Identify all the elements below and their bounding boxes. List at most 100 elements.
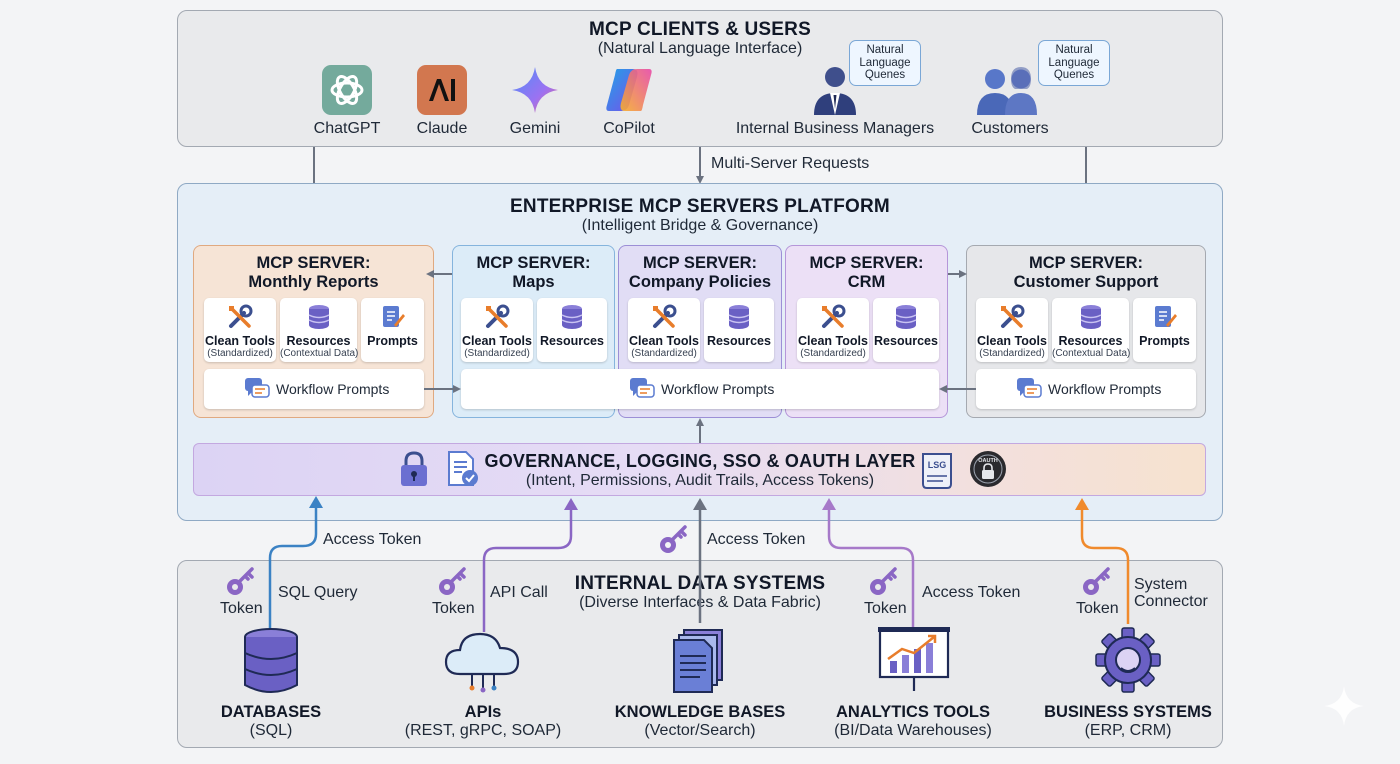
card-subtitle: (Standardized) (631, 348, 697, 359)
system-name-analytics: ANALYTICS TOOLS (835, 703, 991, 721)
resources-card[interactable]: Resources (537, 298, 607, 362)
card-title: Clean Tools (977, 334, 1047, 348)
system-name-databases: DATABASES (220, 703, 322, 721)
resources-card[interactable]: Resources (704, 298, 774, 362)
resources-card[interactable]: Resources (Contextual Data) (1052, 298, 1130, 362)
speech-bubble-customers: Natural Language Quenes (1038, 40, 1110, 86)
server-title-line2: Maps (512, 273, 555, 291)
bubble-line: Language (859, 56, 911, 69)
prompts-card[interactable]: Prompts (1133, 298, 1196, 362)
database-icon (728, 305, 750, 329)
bubble-line: Language (1048, 56, 1100, 69)
server-title-line2: Company Policies (628, 273, 772, 291)
clean-tools-card[interactable]: Clean Tools (Standardized) (976, 298, 1048, 362)
card-subtitle: (Contextual Data) (280, 348, 359, 359)
server-title: MCP SERVER: Monthly Reports (194, 254, 433, 292)
database-icon (242, 628, 300, 694)
wrench-screwdriver-icon (1001, 304, 1025, 328)
multi-server-requests-label: Multi-Server Requests (711, 155, 870, 172)
prompts-card[interactable]: Prompts (361, 298, 424, 362)
server-title-line2: CRM (847, 273, 886, 291)
client-label-gemini: Gemini (509, 120, 561, 137)
clients-subtitle: (Natural Language Interface) (597, 40, 803, 57)
governance-title: GOVERNANCE, LOGGING, SSO & OAUTH LAYER (484, 451, 916, 471)
lock-icon (398, 450, 430, 488)
system-sub-knowledge: (Vector/Search) (644, 722, 756, 739)
card-title: Clean Tools (205, 334, 275, 348)
card-title: Resources (707, 334, 771, 348)
database-icon (308, 305, 329, 329)
bubble-line: Quenes (864, 69, 906, 81)
clients-title: MCP CLIENTS & USERS (589, 19, 811, 40)
database-icon (1080, 305, 1101, 329)
chat-bubbles-icon (245, 378, 270, 398)
card-title: Clean Tools (798, 334, 868, 348)
system-sub-databases: (SQL) (249, 722, 293, 739)
resources-card[interactable]: Resources (Contextual Data) (280, 298, 359, 362)
sparkle-watermark-icon (1322, 684, 1366, 728)
access-token-label: Access Token (922, 584, 1021, 601)
card-title: Clean Tools (462, 334, 532, 348)
card-title: Resources (540, 334, 604, 348)
system-connector-label: System Connector (1134, 576, 1208, 610)
server-title-line1: MCP SERVER: (476, 254, 591, 272)
server-title: MCP SERVER: Customer Support (967, 254, 1205, 292)
platform-title: ENTERPRISE MCP SERVERS PLATFORM (510, 196, 890, 217)
server-title: MCP SERVER: Maps (453, 254, 614, 292)
token-label: Token (864, 600, 907, 617)
chat-bubbles-icon (1017, 378, 1042, 398)
workflow-label: Workflow Prompts (276, 381, 390, 397)
claude-icon (417, 65, 467, 115)
oauth-icon-text: OAUTH (978, 458, 998, 464)
system-sub-apis: (REST, gRPC, SOAP) (404, 722, 562, 739)
system-name-apis: APIs (464, 703, 502, 721)
prompt-doc-icon (1154, 306, 1177, 327)
database-icon (895, 305, 917, 329)
card-subtitle: (Standardized) (979, 348, 1045, 359)
wrench-screwdriver-icon (822, 304, 846, 328)
token-label: Token (220, 600, 263, 617)
system-name-knowledge: KNOWLEDGE BASES (614, 703, 786, 721)
workflow-prompts-card[interactable]: Workflow Prompts (976, 369, 1196, 409)
key-icon (657, 524, 691, 556)
speech-bubble-managers: Natural Language Quenes (849, 40, 921, 86)
client-label-customers: Customers (971, 120, 1049, 137)
clean-tools-card[interactable]: Clean Tools (Standardized) (461, 298, 533, 362)
system-name-business: BUSINESS SYSTEMS (1044, 703, 1212, 721)
token-label: Token (432, 600, 475, 617)
card-title: Prompts (1139, 334, 1190, 348)
api-call-label: API Call (490, 584, 548, 601)
wrench-screwdriver-icon (653, 304, 677, 328)
analytics-board-icon (876, 625, 952, 695)
document-check-icon (446, 450, 480, 488)
flow-apis (482, 508, 573, 632)
cloud-api-icon (442, 628, 524, 694)
card-title: Clean Tools (629, 334, 699, 348)
flow-databases (268, 506, 318, 630)
resources-card[interactable]: Resources (873, 298, 939, 362)
client-label-claude: Claude (416, 120, 468, 137)
system-sub-analytics: (BI/Data Warehouses) (834, 722, 992, 739)
system-sub-business: (ERP, CRM) (1084, 722, 1172, 739)
workflow-prompts-card-shared[interactable]: Workflow Prompts (461, 369, 939, 409)
server-title: MCP SERVER: Company Policies (619, 254, 781, 292)
platform-subtitle: (Intelligent Bridge & Governance) (581, 217, 819, 234)
clean-tools-card[interactable]: Clean Tools (Standardized) (204, 298, 276, 362)
bubble-line: Natural (1055, 44, 1093, 56)
key-icon (436, 566, 470, 598)
prompt-doc-icon (382, 306, 405, 327)
access-token-label: Access Token (707, 531, 806, 548)
workflow-label: Workflow Prompts (661, 381, 775, 397)
key-icon (1080, 566, 1114, 598)
clean-tools-card[interactable]: Clean Tools (Standardized) (797, 298, 869, 362)
governance-subtitle: (Intent, Permissions, Audit Trails, Acce… (525, 472, 875, 489)
key-icon (224, 566, 258, 598)
server-title-line1: MCP SERVER: (256, 254, 371, 272)
clean-tools-card[interactable]: Clean Tools (Standardized) (628, 298, 700, 362)
gear-icon (1094, 626, 1162, 694)
client-label-managers: Internal Business Managers (735, 120, 935, 137)
workflow-prompts-card[interactable]: Workflow Prompts (204, 369, 424, 409)
card-subtitle: (Standardized) (800, 348, 866, 359)
